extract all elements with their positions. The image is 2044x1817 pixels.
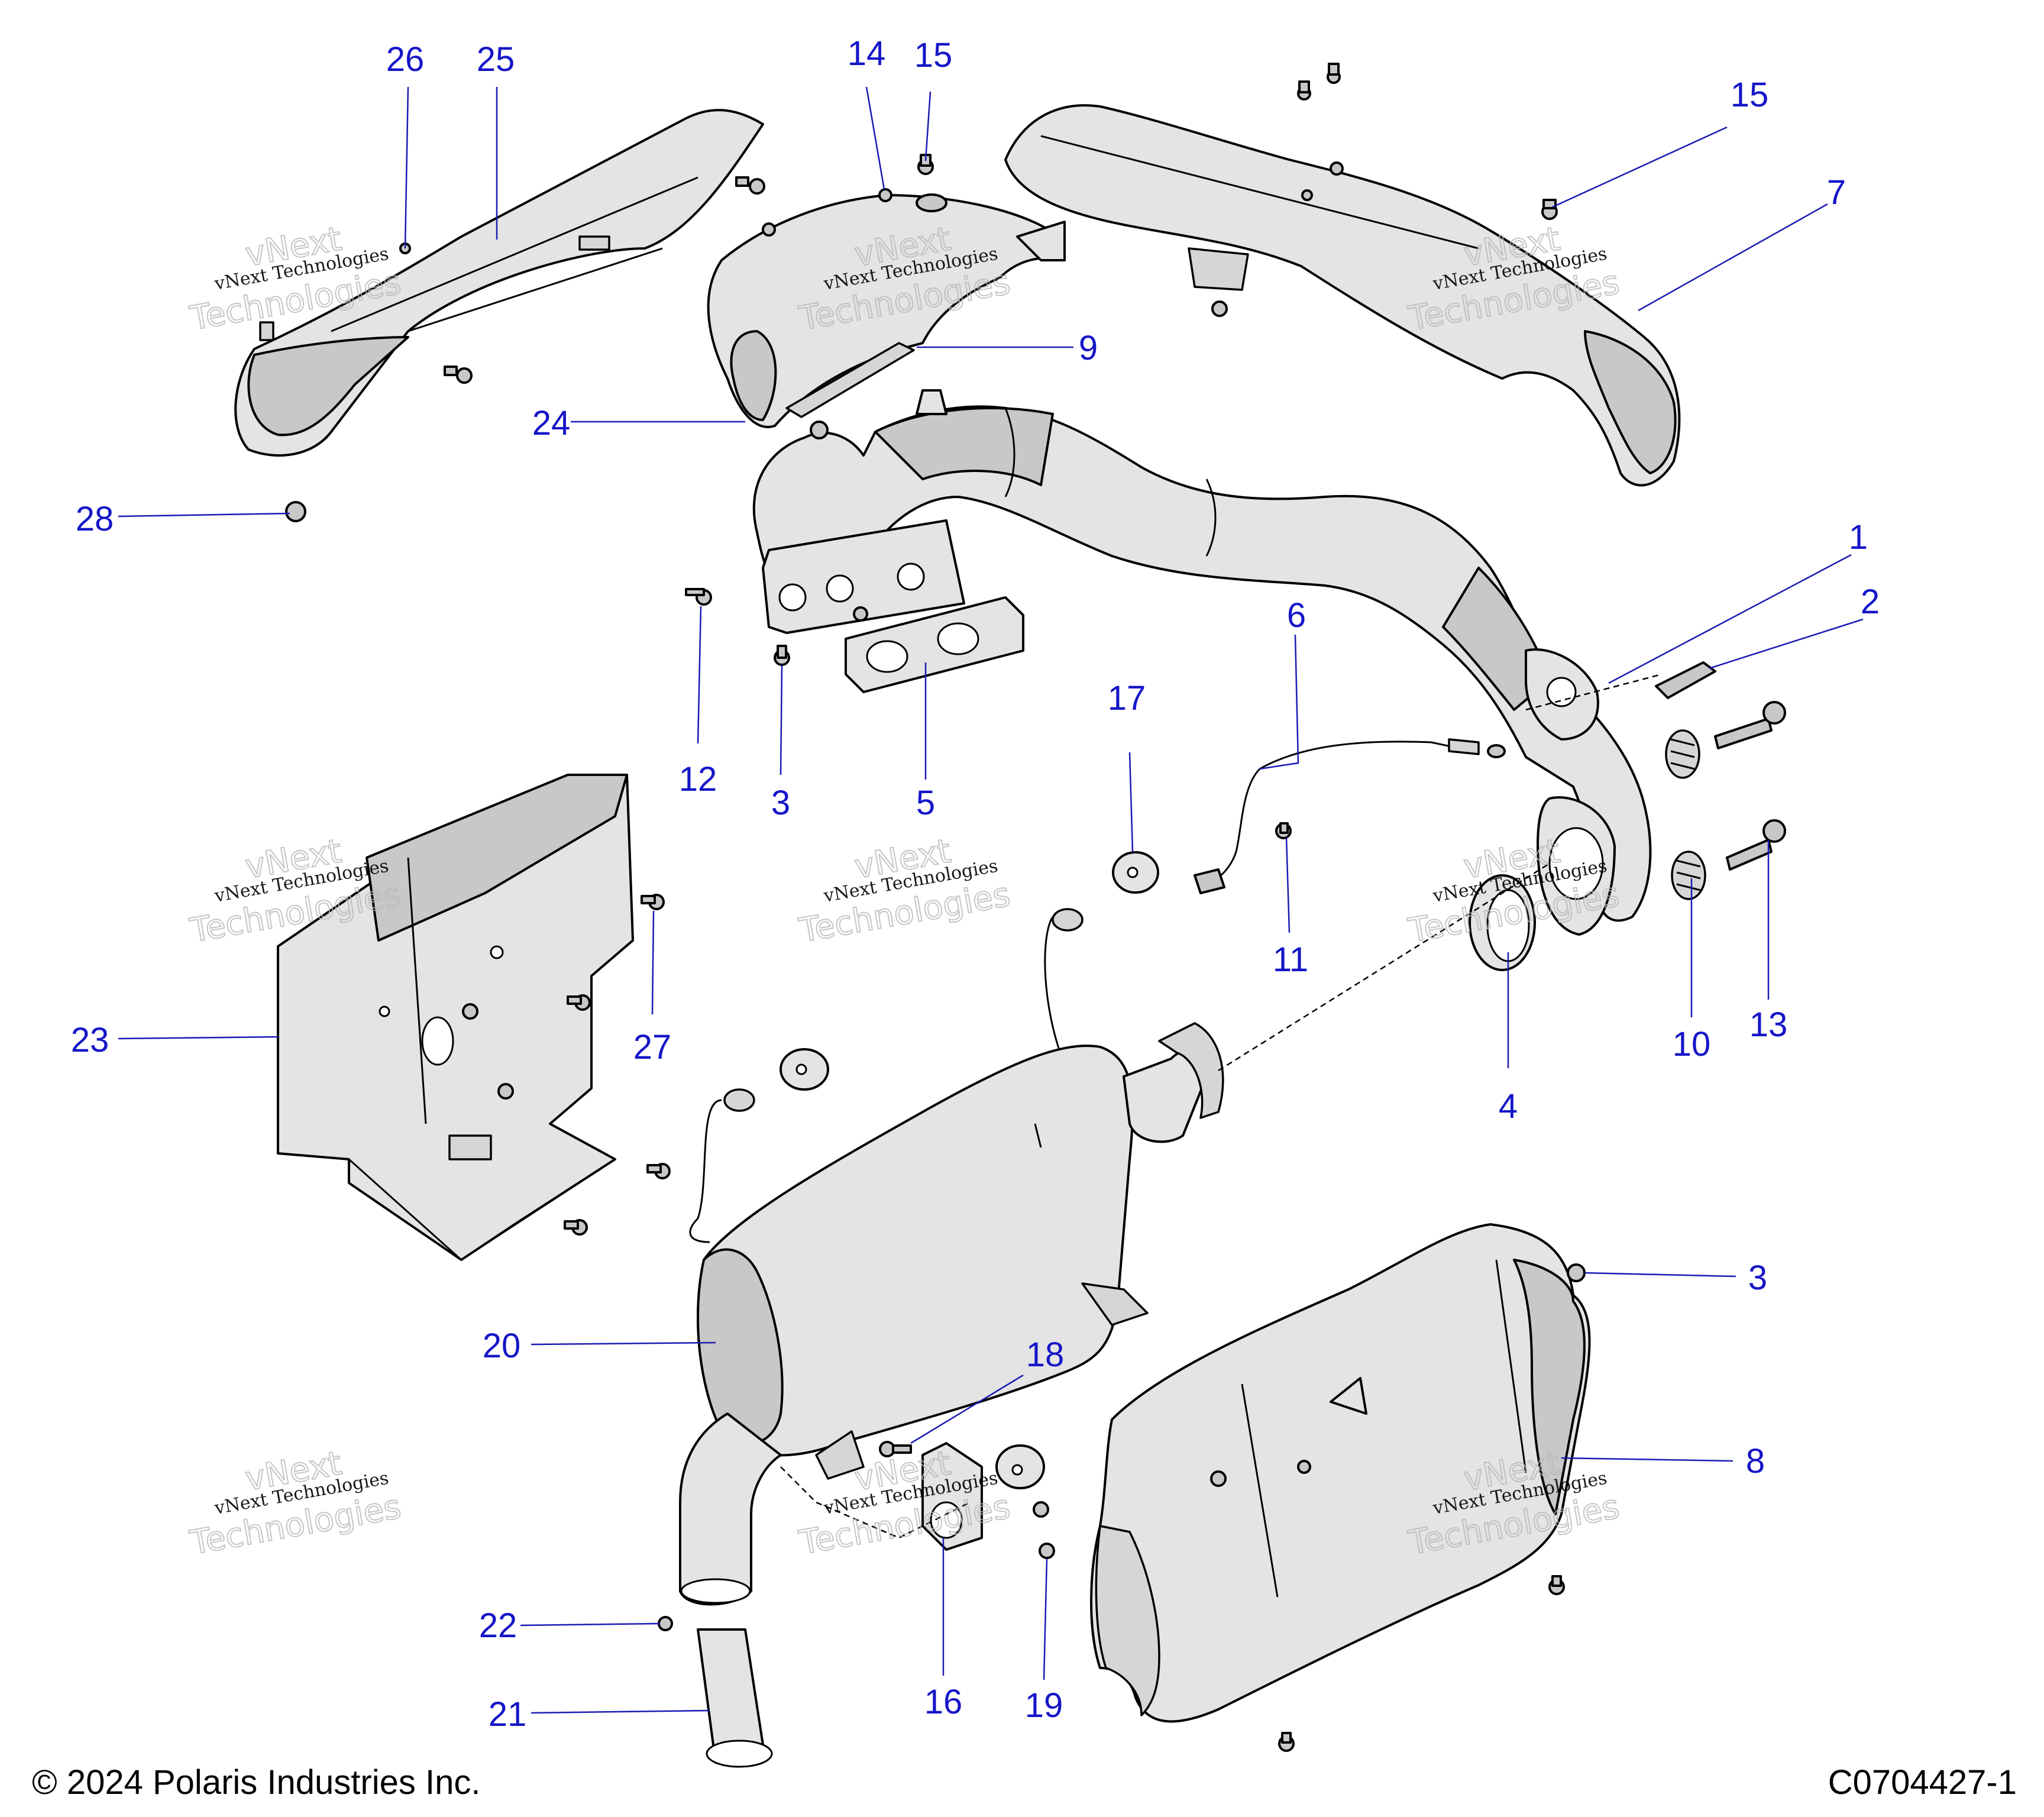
- alignment-line-spring: [1525, 673, 1663, 711]
- exhaust-header: [752, 389, 1652, 936]
- callout-18: 18: [1026, 1336, 1065, 1374]
- bolts-header: [685, 588, 868, 666]
- spring-clip: [1655, 661, 1716, 699]
- heat-shield-left-upper: [234, 109, 764, 457]
- callout-2: 2: [1861, 583, 1880, 621]
- callout-8: 8: [1746, 1442, 1765, 1480]
- heat-shield-right-upper: [1004, 63, 1681, 487]
- callout-25: 25: [477, 40, 515, 79]
- callout-9: 9: [1079, 329, 1098, 367]
- grommet-muffler: [780, 1048, 829, 1091]
- mount-bracket: [921, 1442, 983, 1551]
- heat-shield-muffler: [1090, 1223, 1591, 1723]
- callout-20: 20: [483, 1327, 521, 1365]
- strap-bracket: [785, 342, 915, 418]
- screw-22: [658, 1616, 673, 1631]
- callout-labels: 1 2 3 3 4 5 6 7 8 9 10 11 12 13 14 15 15…: [71, 34, 1880, 1734]
- copyright-text: © 2024 Polaris Industries Inc.: [32, 1763, 481, 1802]
- callout-15: 15: [1731, 76, 1769, 114]
- callout-1: 1: [1849, 518, 1868, 557]
- callout-16: 16: [924, 1683, 963, 1721]
- alignment-line-flange: [1218, 862, 1550, 1072]
- callout-3: 3: [771, 784, 790, 822]
- callout-24: 24: [532, 404, 571, 442]
- bolts-muffler-shield: [1278, 1263, 1586, 1752]
- nuts-19: [1033, 1501, 1055, 1559]
- heat-shield-lower-left: [277, 774, 634, 1261]
- springs-and-bolts: [1665, 701, 1786, 900]
- grommet-upper: [1112, 851, 1159, 894]
- callout-19: 19: [1025, 1686, 1063, 1725]
- callout-27: 27: [633, 1028, 672, 1066]
- callout-26: 26: [386, 40, 425, 79]
- watermarks: vNext vNext Technologies Technologies vN…: [186, 219, 1623, 1563]
- leader-lines: [118, 86, 1864, 1714]
- bolt-11: [1275, 822, 1292, 839]
- callout-13: 13: [1749, 1006, 1788, 1044]
- oxygen-sensor: [1194, 738, 1506, 894]
- callout-28: 28: [76, 500, 114, 538]
- callout-14: 14: [848, 34, 886, 73]
- callout-23: 23: [71, 1021, 109, 1059]
- callout-3: 3: [1748, 1259, 1767, 1297]
- manifold-gasket: [845, 596, 1024, 693]
- alignment-line-bracket: [780, 1466, 971, 1539]
- callout-11: 11: [1273, 940, 1308, 979]
- callout-12: 12: [679, 760, 717, 798]
- callout-22: 22: [479, 1606, 518, 1645]
- bolt-18: [879, 1441, 912, 1457]
- seal-ring: [1469, 874, 1536, 971]
- callout-6: 6: [1287, 596, 1306, 635]
- callout-7: 7: [1827, 173, 1846, 212]
- callout-4: 4: [1499, 1087, 1518, 1126]
- callout-21: 21: [489, 1695, 527, 1734]
- heat-shield-center: [707, 154, 1066, 428]
- muffler: [679, 908, 1224, 1606]
- bolts-lower-shield: [564, 894, 671, 1236]
- tail-tip: [697, 1628, 773, 1768]
- callout-15: 15: [914, 36, 953, 75]
- callout-17: 17: [1108, 679, 1146, 717]
- callout-10: 10: [1673, 1025, 1711, 1063]
- grommet-lower: [995, 1444, 1045, 1489]
- callout-5: 5: [916, 784, 935, 822]
- drawing-number: C0704427-1: [1828, 1763, 2017, 1802]
